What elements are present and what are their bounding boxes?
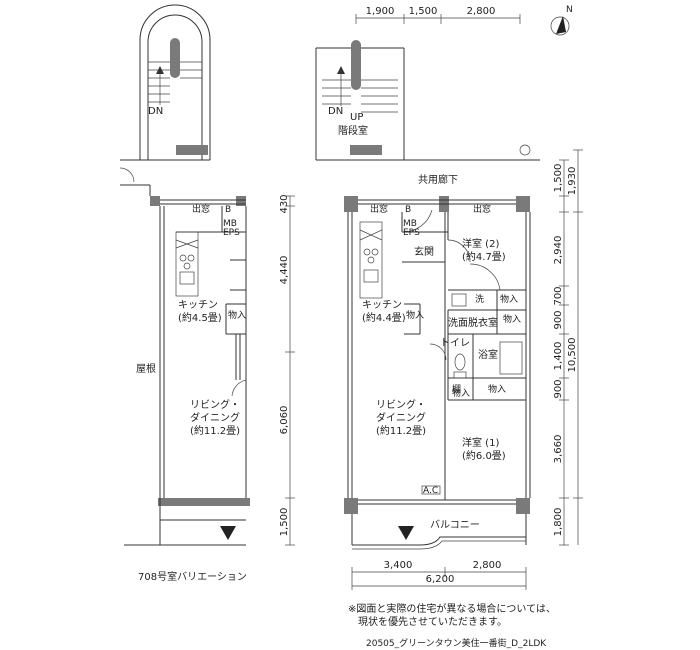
western-room-1-size: (約6.0畳) <box>462 449 506 462</box>
left-b-label: B <box>225 205 231 215</box>
left-storage-label: 物入 <box>228 309 246 321</box>
dim-right-4: 900 <box>553 310 564 329</box>
dim-right-3: 700 <box>553 286 564 305</box>
right-kitchen-size: (約4.4畳) <box>362 311 406 324</box>
dim-right-outer-1: 1,930 <box>567 167 578 196</box>
right-living-label-1: リビング・ <box>376 398 426 411</box>
balcony-label: バルコニー <box>430 519 480 531</box>
right-dimension-lines <box>559 149 583 546</box>
variation-label: 708号室バリエーション <box>138 570 247 583</box>
dressing-room-label: 洗面脱衣室 <box>448 316 498 329</box>
bath-label: 浴室 <box>478 348 498 361</box>
western-room-1-label: 洋室 (1) <box>462 436 499 449</box>
left-kitchen-fixtures <box>175 231 199 297</box>
dim-left-3: 6,060 <box>279 406 290 435</box>
western-room-2-label: 洋室 (2) <box>462 237 499 250</box>
storage-b-label: 物入 <box>503 313 521 325</box>
bottom-dimension-line <box>351 567 527 590</box>
left-dimension-line <box>285 195 295 546</box>
right-stair-up: UP <box>350 112 363 123</box>
right-unit-walls <box>344 196 531 514</box>
shelf-label: 棚 <box>452 383 461 395</box>
right-stair <box>315 40 540 161</box>
left-stair-dn: DN <box>148 106 163 117</box>
dim-right-8: 1,800 <box>553 508 564 537</box>
kitchen-storage-label: 物入 <box>406 309 424 321</box>
right-b-label: B <box>405 205 411 215</box>
storage-c-label: 物入 <box>488 383 506 395</box>
ac-label: A.C <box>423 486 438 496</box>
top-dimension-line <box>355 14 521 24</box>
left-unit-walls <box>120 184 250 546</box>
storage-a-label: 物入 <box>500 293 518 305</box>
right-stair-dn: DN <box>328 106 343 117</box>
washer-label: 洗 <box>475 293 484 305</box>
left-kitchen-size: (約4.5畳) <box>178 311 222 324</box>
dim-right-2: 2,940 <box>553 236 564 265</box>
dim-top-1: 1,900 <box>366 6 395 17</box>
right-window-2-label: 出窓 <box>473 203 491 215</box>
right-kitchen-fixtures <box>359 221 383 299</box>
roof-label: 屋根 <box>136 362 156 375</box>
right-living-label-2: ダイニング <box>376 411 426 424</box>
dim-right-1: 1,500 <box>553 164 564 193</box>
left-living-size: (約11.2畳) <box>190 424 240 437</box>
dim-left-2: 4,440 <box>279 256 290 285</box>
note-line-2: 現状を優先させていただきます。 <box>358 615 507 628</box>
note-line-1: ※図面と実際の住宅が異なる場合については、 <box>348 602 556 615</box>
dim-right-5: 1,400 <box>553 342 564 371</box>
right-balcony <box>351 514 527 550</box>
western-room-2-size: (約4.7畳) <box>462 250 506 263</box>
left-kitchen-label: キッチン <box>178 299 218 311</box>
dim-bottom-1: 3,400 <box>384 560 413 571</box>
north-label: N <box>566 5 573 15</box>
bathroom-fixtures <box>421 293 523 495</box>
north-arrow-icon <box>550 16 570 36</box>
left-stair <box>119 4 211 183</box>
left-living-label-2: ダイニング <box>190 411 240 424</box>
dim-right-outer-2: 10,500 <box>567 338 578 373</box>
footer-label: 20505_グリーンタウン美住一番街_D_2LDK <box>366 637 547 649</box>
left-window-label: 出窓 <box>192 203 210 215</box>
right-kitchen-label: キッチン <box>362 299 402 311</box>
dim-top-3: 2,800 <box>467 6 496 17</box>
dim-bottom-2: 2,800 <box>473 560 502 571</box>
dim-left-1: 430 <box>279 194 290 213</box>
right-living-size: (約11.2畳) <box>376 424 426 437</box>
dim-right-6: 900 <box>553 379 564 398</box>
dim-right-7: 3,660 <box>553 435 564 464</box>
right-window-1-label: 出窓 <box>370 203 388 215</box>
storage-d-label: 物入 <box>452 387 470 399</box>
dim-bottom-total: 6,200 <box>426 574 455 585</box>
dim-left-4: 1,500 <box>279 508 290 537</box>
toilet-label: トイレ <box>440 338 470 349</box>
corridor-label: 共用廊下 <box>418 173 458 186</box>
entrance-label: 玄関 <box>414 245 434 258</box>
stair-room-label: 階段室 <box>338 124 368 137</box>
dim-top-2: 1,500 <box>409 6 438 17</box>
left-balcony-arrow-icon <box>220 526 236 540</box>
left-living-label-1: リビング・ <box>190 398 240 411</box>
